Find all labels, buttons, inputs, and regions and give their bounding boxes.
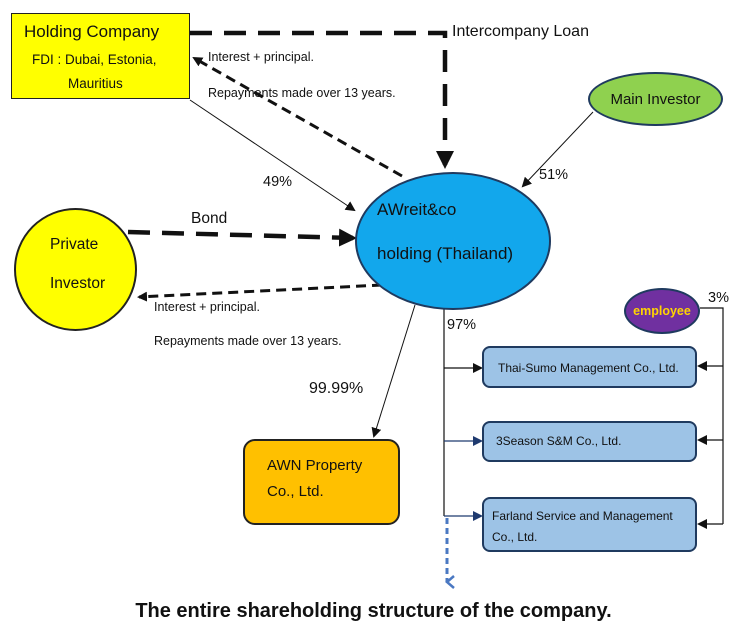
employee-trunk-line bbox=[700, 307, 724, 524]
thai-sumo-label: Thai-Sumo Management Co., Ltd. bbox=[498, 361, 679, 375]
main-share-arrow bbox=[521, 111, 594, 188]
holding-repayment-label-line2: Repayments made over 13 years. bbox=[208, 86, 396, 100]
bond-repayment-arrow bbox=[137, 283, 383, 302]
bond-label: Bond bbox=[191, 210, 228, 227]
holding-share-arrow bbox=[189, 99, 356, 212]
awn-share-label: 99.99% bbox=[309, 380, 364, 397]
awn-property-node: AWN Property Co., Ltd. bbox=[243, 439, 400, 525]
farland-label-line1: Farland Service and Management bbox=[492, 509, 673, 523]
bond-arrow bbox=[127, 228, 357, 247]
awn-property-label-line1: AWN Property bbox=[267, 457, 363, 474]
three-season-label: 3Season S&M Co., Ltd. bbox=[496, 434, 622, 448]
holding-company-subtitle: FDI : Dubai, Estonia, bbox=[32, 52, 157, 67]
main-investor-node: Main Investor bbox=[588, 72, 723, 126]
three-season-node: 3Season S&M Co., Ltd. bbox=[482, 421, 697, 462]
employee-share-label: 3% bbox=[708, 290, 729, 306]
main-share-label: 51% bbox=[539, 167, 569, 183]
awn-property-label-line2: Co., Ltd. bbox=[267, 483, 324, 500]
main-investor-label: Main Investor bbox=[610, 90, 701, 108]
private-investor-label-line1: Private bbox=[50, 236, 99, 253]
private-investor-label-line2: Investor bbox=[50, 275, 106, 292]
bond-repayment-label-line1: Interest + principal. bbox=[154, 300, 260, 314]
intercompany-loan-arrow bbox=[190, 30, 454, 169]
holding-repayment-label-line1: Interest + principal. bbox=[208, 50, 314, 64]
employee-label: employee bbox=[633, 304, 691, 318]
thai-sumo-node: Thai-Sumo Management Co., Ltd. bbox=[482, 346, 697, 388]
holding-company-subtitle-cont: Mauritius bbox=[68, 76, 123, 91]
farland-node: Farland Service and Management Co., Ltd. bbox=[482, 497, 697, 552]
subsidiary-share-label: 97% bbox=[447, 317, 477, 333]
holding-company-title: Holding Company bbox=[24, 22, 160, 41]
holding-share-label: 49% bbox=[263, 174, 293, 190]
awn-share-arrow bbox=[371, 304, 416, 438]
private-investor-node: Private Investor bbox=[14, 208, 137, 331]
intercompany-loan-label: Intercompany Loan bbox=[452, 23, 589, 40]
holding-repayment-arrow bbox=[192, 56, 403, 178]
farland-label-line2: Co., Ltd. bbox=[492, 530, 538, 544]
diagram-caption: The entire shareholding structure of the… bbox=[135, 600, 612, 622]
awreit-label-line1: AWreit&co bbox=[377, 200, 457, 219]
holding-company-node: Holding Company FDI : Dubai, Estonia, Ma… bbox=[11, 13, 190, 99]
awreit-label-line2: holding (Thailand) bbox=[377, 244, 514, 263]
awreit-holding-node: AWreit&co holding (Thailand) bbox=[355, 172, 551, 310]
employee-node: employee bbox=[624, 288, 700, 334]
bond-repayment-label-line2: Repayments made over 13 years. bbox=[154, 334, 342, 348]
